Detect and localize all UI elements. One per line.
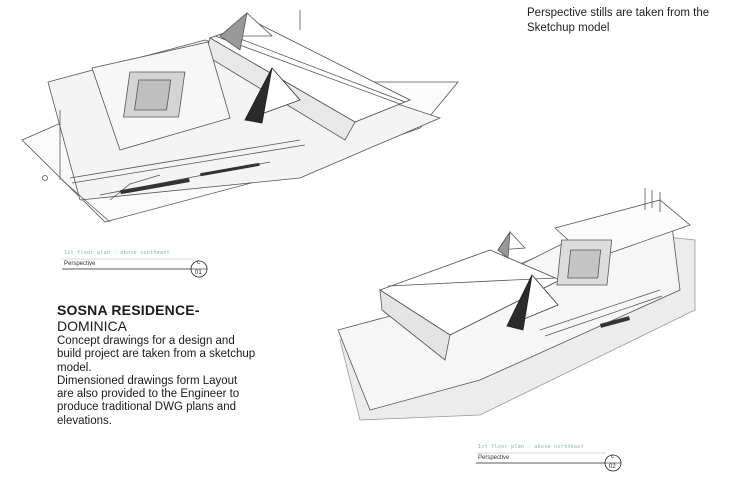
project-description: SOSNA RESIDENCE- DOMINICA Concept drawin… bbox=[57, 302, 257, 428]
description-paragraph-2: Dimensioned drawings form Layout are als… bbox=[57, 374, 240, 427]
view-tag-frame bbox=[62, 258, 208, 278]
view-caption: 1st floor plan - above northeast bbox=[478, 444, 584, 450]
project-location: DOMINICA bbox=[57, 318, 127, 334]
view-tag-1: 1st floor plan - above southeast Perspec… bbox=[62, 250, 212, 280]
view-label: Perspective bbox=[64, 261, 96, 267]
view-number: 01 bbox=[195, 270, 202, 276]
view-label: Perspective bbox=[478, 455, 510, 461]
view-tag-2: 1st floor plan - above northeast Perspec… bbox=[476, 444, 626, 474]
view-tag-frame bbox=[476, 452, 622, 472]
view-number: 02 bbox=[609, 464, 616, 470]
perspective-note: Perspective stills are taken from the Sk… bbox=[527, 7, 710, 34]
view-letter: c bbox=[611, 454, 614, 460]
perspective-drawing-southeast bbox=[21, 10, 459, 223]
description-paragraph-1: Concept drawings for a design and build … bbox=[57, 335, 256, 374]
project-title: SOSNA RESIDENCE- bbox=[57, 302, 200, 318]
view-caption: 1st floor plan - above southeast bbox=[64, 250, 170, 256]
view-letter: c bbox=[197, 260, 200, 266]
perspective-drawing-northeast bbox=[337, 188, 696, 421]
